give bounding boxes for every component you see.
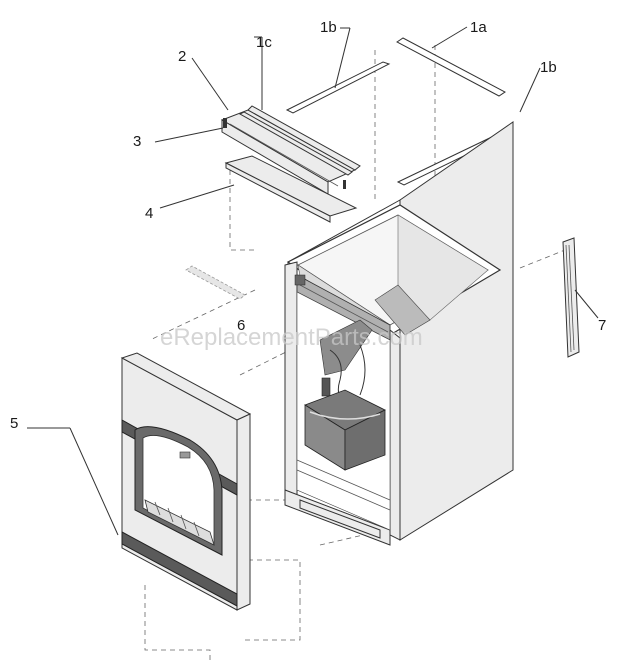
plate-4 (224, 155, 358, 223)
callout-1b-right: 1b (540, 59, 557, 76)
leader-7 (574, 289, 599, 319)
callout-labels: 1a 1b 1c 1b 2 3 4 5 6 7 (10, 19, 606, 432)
leader-lines (27, 26, 599, 536)
watermark-text: eReplacementParts.com (160, 324, 423, 351)
leader-4 (159, 184, 235, 209)
leader-1a (431, 26, 468, 49)
dispenser-opening (142, 435, 215, 546)
callout-2: 2 (178, 48, 186, 65)
main-cabinet (284, 121, 514, 546)
leader-3 (154, 127, 224, 143)
top-strip-1b-rear (285, 61, 391, 114)
callout-1c: 1c (256, 34, 272, 51)
callout-1b-top: 1b (320, 19, 337, 36)
dispense-switch (179, 451, 191, 459)
callout-5: 5 (10, 415, 18, 432)
bracket-screw (343, 180, 346, 189)
callout-6: 6 (237, 317, 245, 334)
callout-7: 7 (598, 317, 606, 334)
motor-unit (321, 377, 331, 397)
leader-1b-right (519, 67, 541, 113)
leader-2 (191, 57, 229, 111)
callout-1a: 1a (470, 19, 487, 36)
drip-tray (144, 499, 215, 546)
front-panel-5 (120, 352, 252, 611)
side-rail-7 (519, 237, 580, 358)
shelf-bracket-assembly (220, 105, 361, 195)
top-strip-1a (396, 37, 506, 97)
callout-4: 4 (145, 205, 153, 222)
rail-6 (185, 265, 246, 300)
bracket-screw-3 (223, 118, 227, 128)
callout-3: 3 (133, 133, 141, 150)
